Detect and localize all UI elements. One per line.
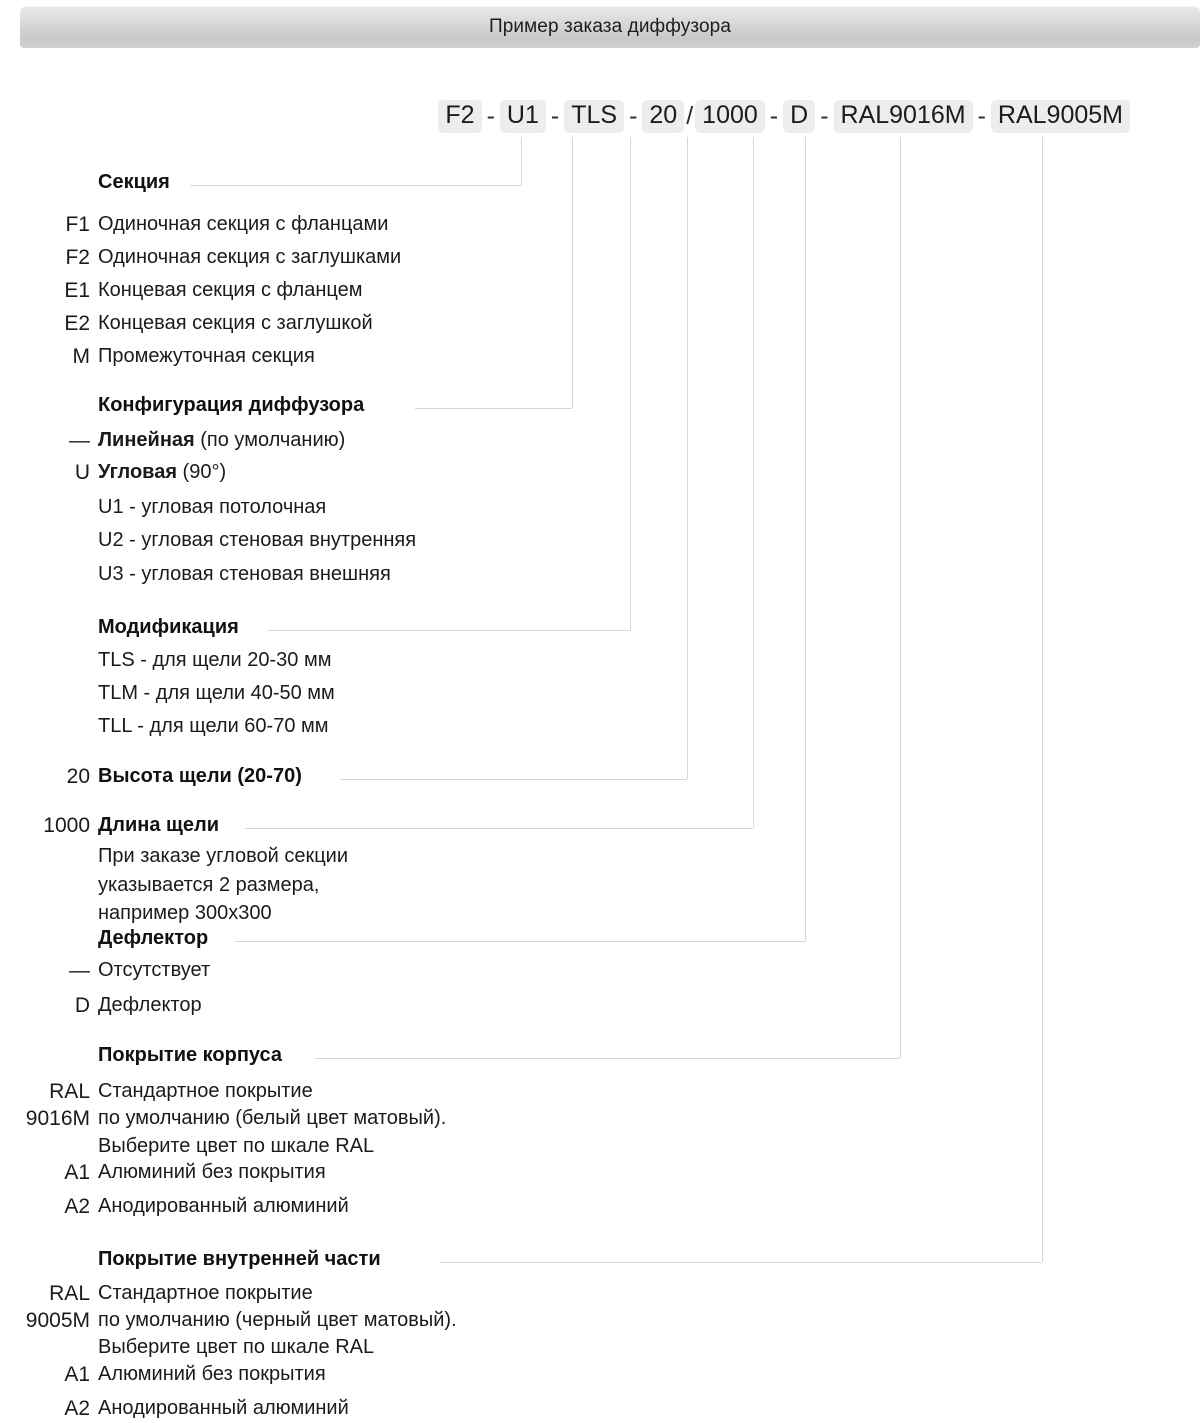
code-separator: - [629,101,638,130]
code-chip-1000[interactable]: 1000 [695,99,765,133]
option-code: RAL [49,1282,90,1305]
code-separator: - [977,101,986,130]
connector-horizontal [245,828,753,829]
connector-vertical [521,137,522,185]
option-label: Алюминий без покрытия [98,1161,326,1183]
option-code: F1 [65,213,90,236]
title-bar: Пример заказа диффузора [20,6,1200,48]
option-label: Анодированный алюминий [98,1397,349,1419]
connector-vertical [572,137,573,408]
code-separator: - [769,101,779,130]
option-code: — [69,429,90,452]
option-label: Одиночная секция с заглушками [98,246,402,268]
option-code: 9005M [25,1309,90,1332]
option-code: A1 [64,1161,90,1184]
code-chip-ral9016m[interactable]: RAL9016M [833,99,973,133]
option-label: Стандартное покрытие [98,1282,313,1304]
option-label: U1 - угловая потолочная [98,496,327,518]
option-label: Анодированный алюминий [98,1195,349,1217]
connector-horizontal [268,630,630,631]
connector-vertical [900,137,901,1058]
option-code: A2 [64,1195,90,1218]
option-label: Алюминий без покрытия [98,1363,326,1385]
option-label: TLM - для щели 40-50 мм [98,682,335,704]
code-chip-u1[interactable]: U1 [499,99,546,133]
section-heading-body-coating: Покрытие корпуса [98,1044,283,1066]
option-label: по умолчанию (черный цвет матовый). [98,1309,457,1331]
connector-vertical [805,137,806,941]
code-chip-d[interactable]: D [783,99,816,133]
connector-vertical [630,137,631,630]
option-label: Отсутствует [98,959,211,981]
connector-horizontal [415,408,572,409]
code-separator: - [486,101,495,130]
section-heading-slot-height: Высота щели (20-70) [98,765,302,787]
option-code: A1 [64,1363,90,1386]
code-chip-tls[interactable]: TLS [564,99,625,133]
code-chip-ral9005m[interactable]: RAL9005M [990,99,1130,133]
section-code-slot-length: 1000 [43,814,90,837]
section-heading-deflector: Дефлектор [98,927,209,949]
section-heading-modification: Модификация [98,616,239,638]
section-heading-configuration: Конфигурация диффузора [98,394,365,416]
order-code-string: F2-U1-TLS-20/1000-D-RAL9016M-RAL9005M [0,97,1130,135]
option-label: Концевая секция с фланцем [98,279,363,301]
connector-horizontal [235,941,805,942]
section-heading-slot-length: Длина щели [98,814,220,836]
connector-vertical [753,137,754,828]
option-code: E1 [64,279,90,302]
option-label: TLS - для щели 20-30 мм [98,649,332,671]
page-title: Пример заказа диффузора [489,16,731,37]
connector-horizontal [190,185,521,186]
option-label: Выберите цвет по шкале RAL [98,1135,375,1157]
option-code: 9016M [25,1107,90,1130]
option-code: D [74,994,90,1017]
connector-horizontal [315,1058,900,1059]
option-code: RAL [49,1080,90,1103]
code-chip-20[interactable]: 20 [642,99,685,133]
code-chip-f2[interactable]: F2 [438,99,482,133]
connector-horizontal [340,779,687,780]
option-label: по умолчанию (белый цвет матовый). [98,1107,447,1129]
option-label: TLL - для щели 60-70 мм [98,715,329,737]
option-code: M [72,345,91,368]
option-code: A2 [64,1397,90,1420]
option-code: U [74,461,90,484]
option-label: например 300х300 [98,902,272,924]
code-slash: / [686,101,694,130]
connector-horizontal [440,1262,1042,1263]
section-heading-inner-coating: Покрытие внутренней части [98,1248,381,1270]
option-label: Стандартное покрытие [98,1080,313,1102]
option-label: Одиночная секция с фланцами [98,213,389,235]
option-label: U2 - угловая стеновая внутренняя [98,529,417,551]
option-code: — [69,959,90,982]
code-separator: - [550,101,560,130]
option-label: U3 - угловая стеновая внешняя [98,563,391,585]
option-label: Концевая секция с заглушкой [98,312,373,334]
option-code: F2 [65,246,90,269]
section-code-slot-height: 20 [66,765,90,788]
option-code: E2 [64,312,90,335]
option-label: Линейная (по умолчанию) [98,429,346,451]
option-label: При заказе угловой секции [98,845,349,867]
section-heading-section: Секция [98,171,170,193]
option-label: Угловая (90°) [98,461,227,483]
option-label: Выберите цвет по шкале RAL [98,1336,375,1358]
option-label: Промежуточная секция [98,345,315,367]
connector-vertical [687,137,688,779]
connector-vertical [1042,137,1043,1262]
option-label: указывается 2 размера, [98,874,320,896]
code-separator: - [820,101,829,130]
option-label: Дефлектор [98,994,202,1016]
